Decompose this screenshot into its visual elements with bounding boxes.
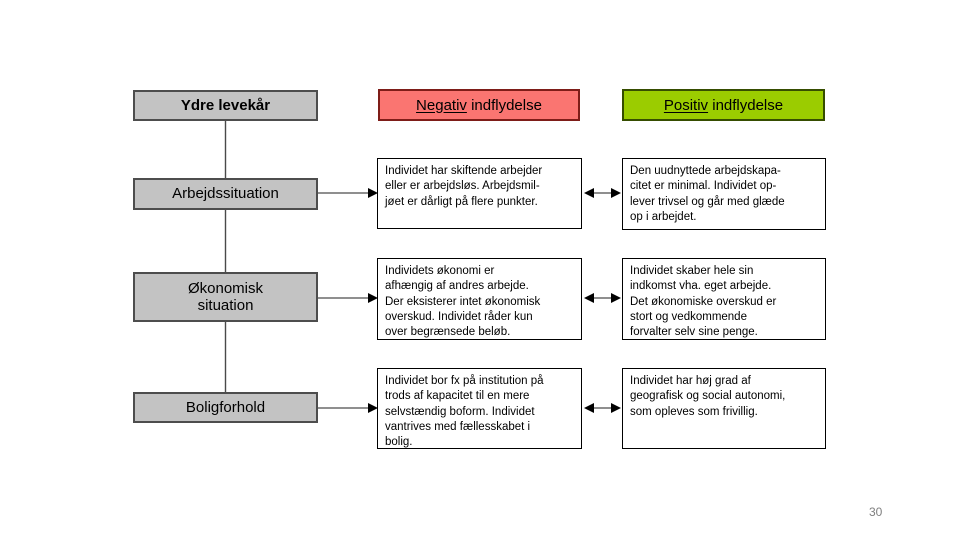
negative-cell-arbejdssituation: Individet har skiftende arbejder eller e… [377,158,582,229]
arrow-row3-right [318,403,378,413]
positive-header-rest: indflydelse [708,96,784,114]
negative-cell-boligforhold: Individet bor fx på institution på trods… [377,368,582,449]
negative-cell-oekonomisk-situation: Individets økonomi er afhængig af andres… [377,258,582,340]
flow-box-ydre-levekaar: Ydre levekår [133,90,318,121]
page-number: 30 [869,505,883,519]
negative-header-underlined-word: Negativ [416,96,467,114]
flow-box-arbejdssituation: Arbejdssituation [133,178,318,210]
negative-header-rest: indflydelse [466,96,542,114]
double-arrow-row2 [584,293,621,303]
arrow-row1-right [318,188,378,198]
positive-cell-arbejdssituation: Den uudnyttede arbejdskapa- citet er min… [622,158,826,230]
flow-box-oekonomisk-situation: Økonomisk situation [133,272,318,322]
positive-column-header: Positiv indflydelse [622,89,825,121]
negative-column-header: Negativ indflydelse [378,89,580,121]
double-arrow-row3 [584,403,621,413]
flow-box-boligforhold: Boligforhold [133,392,318,423]
positive-cell-boligforhold: Individet har høj grad af geografisk og … [622,368,826,449]
arrow-row2-right [318,293,378,303]
positive-cell-oekonomisk-situation: Individet skaber hele sin indkomst vha. … [622,258,826,340]
positive-header-underlined-word: Positiv [663,96,709,114]
double-arrow-row1 [584,188,621,198]
